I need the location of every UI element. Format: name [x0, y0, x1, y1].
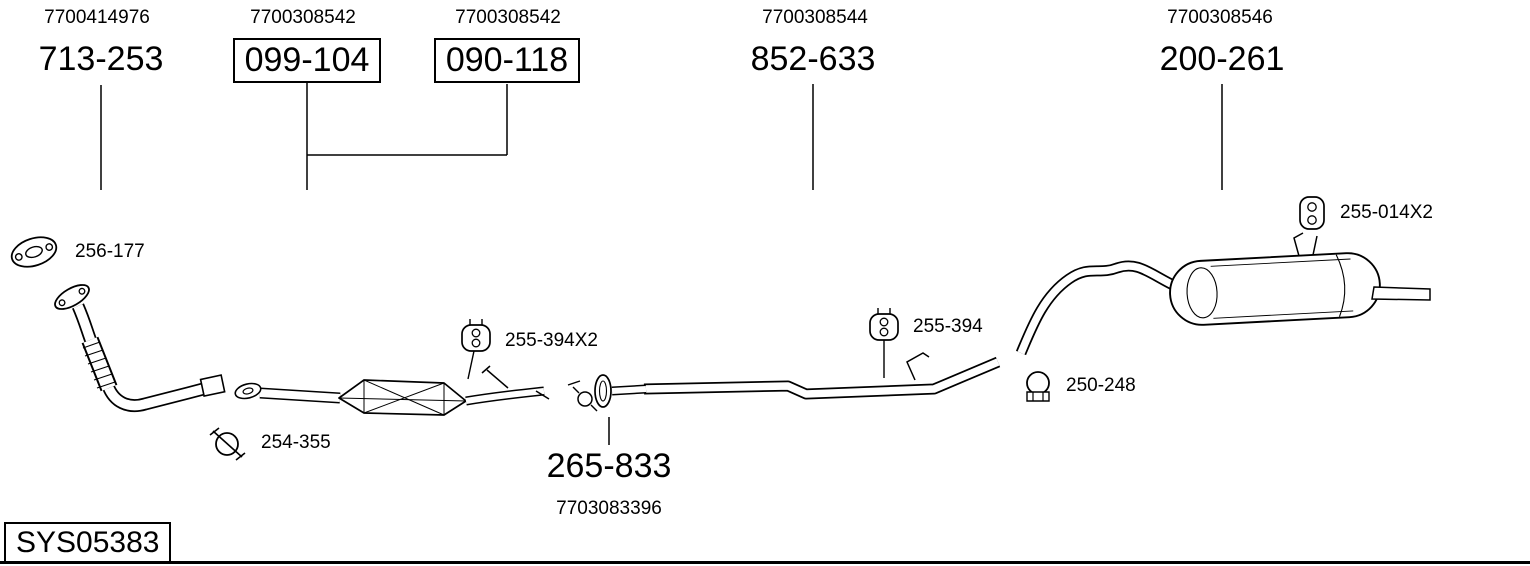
oem-number-2: 7700308542	[250, 7, 356, 28]
mid-flange-icon	[234, 382, 262, 400]
gasket-icon	[10, 236, 58, 268]
clamp-front-icon	[209, 427, 246, 461]
callout-hanger-rear-label: 255-394	[913, 316, 983, 337]
oem-number-5: 7700308546	[1167, 7, 1273, 28]
oem-number-4: 7700308544	[762, 7, 868, 28]
hanger-rear-icon	[869, 308, 899, 378]
middle-silencer-drawing	[234, 365, 550, 416]
rear-muffler-drawing	[1169, 252, 1381, 326]
callout-bracket-oem-label: 7703083396	[556, 498, 662, 519]
muffler-hanger-icon	[1293, 196, 1325, 257]
front-flange-icon	[54, 284, 90, 310]
system-code: SYS05383	[4, 522, 172, 563]
callout-hanger-mid-label: 255-394X2	[505, 330, 598, 351]
tail-pipe-drawing	[1371, 286, 1431, 301]
hanger-mid-icon	[461, 319, 491, 380]
part-number-852-633: 852-633	[750, 40, 876, 78]
leader-lines	[100, 83, 1223, 445]
flex-braid-hatch	[82, 341, 116, 389]
part-number-090-118: 090-118	[433, 38, 581, 84]
oem-number-3: 7700308542	[455, 7, 561, 28]
oem-number-1: 7700414976	[44, 7, 150, 28]
callout-bracket-label: 265-833	[546, 447, 672, 485]
clamp-rear-icon	[1026, 371, 1050, 402]
bottom-border-rule	[0, 561, 1530, 564]
part-number-713-253: 713-253	[38, 40, 164, 78]
system-code-box: SYS05383	[4, 522, 172, 563]
front-pipe-drawing	[54, 284, 226, 413]
part-number-090-118-box: 090-118	[407, 38, 607, 84]
callout-gasket-label: 256-177	[75, 241, 145, 262]
joint-bracket-drawing	[567, 374, 647, 412]
center-pipe-drawing	[643, 352, 1001, 400]
callout-clamp-rear-label: 250-248	[1066, 375, 1136, 396]
part-number-099-104: 099-104	[232, 38, 382, 84]
part-number-099-104-box: 099-104	[207, 38, 407, 84]
callout-hanger-muffler-label: 255-014X2	[1340, 202, 1433, 223]
part-number-200-261: 200-261	[1159, 40, 1285, 78]
callout-clamp-front-label: 254-355	[261, 432, 331, 453]
rear-pipe-drawing	[1015, 260, 1194, 356]
